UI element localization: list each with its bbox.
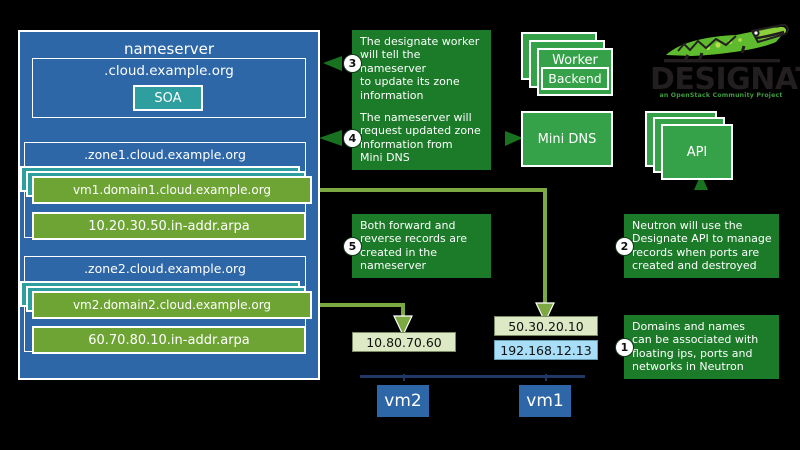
vm-box-vm1[interactable]: vm1 xyxy=(519,385,571,417)
ip-label-vm2-floating: 10.80.70.60 xyxy=(352,332,456,352)
designate-logo: DESIGNATE an OpenStack Community Project xyxy=(650,22,800,110)
note-3: The designate worker will tell the names… xyxy=(352,30,491,108)
note-4-marker: 4 xyxy=(343,129,362,148)
service-mini-dns[interactable]: Mini DNS xyxy=(521,111,613,167)
designate-wordmark: DESIGNATE xyxy=(650,62,800,97)
arrowhead-note3-to-nameserver xyxy=(323,56,342,71)
network-bus xyxy=(360,375,585,378)
service-api[interactable]: API xyxy=(661,124,733,180)
record-zone1-forward[interactable]: vm1.domain1.cloud.example.org xyxy=(32,176,312,204)
arrowhead-vm2-floating-ip xyxy=(393,315,413,337)
nameserver-title: nameserver xyxy=(123,40,215,58)
designate-tagline: an OpenStack Community Project xyxy=(659,92,783,99)
network-tap-vm2 xyxy=(403,374,405,381)
note-1: Domains and names can be associated with… xyxy=(624,315,779,379)
vm-box-vm2[interactable]: vm2 xyxy=(377,385,429,417)
zone2-label: .zone2.cloud.example.org xyxy=(84,261,246,276)
zone-box-root: .cloud.example.org SOA xyxy=(32,58,306,118)
record-zone2-forward[interactable]: vm2.domain2.cloud.example.org xyxy=(32,291,312,319)
note-1-marker: 1 xyxy=(615,338,634,357)
designate-alligator-icon xyxy=(664,23,789,63)
note-4: The nameserver will request updated zone… xyxy=(352,106,491,170)
connector-vm2-record-to-floating-ip xyxy=(318,303,405,318)
arrowhead-neutron-to-api xyxy=(694,174,708,190)
zone-root-label: .cloud.example.org xyxy=(104,63,234,79)
connector-vm1-record-to-floating-ip xyxy=(318,188,547,305)
note-3-marker: 3 xyxy=(343,54,362,73)
ip-label-vm1-floating: 50.30.20.10 xyxy=(494,316,598,336)
arrowhead-vm1-floating-ip xyxy=(535,302,555,324)
service-worker-label: Worker xyxy=(552,53,598,68)
zone1-label: .zone1.cloud.example.org xyxy=(84,147,246,162)
record-soa: SOA xyxy=(133,85,203,111)
record-zone1-reverse[interactable]: 10.20.30.50.in-addr.arpa xyxy=(32,212,306,240)
note-2-marker: 2 xyxy=(615,237,634,256)
service-backend[interactable]: Backend xyxy=(541,67,609,90)
note-5: Both forward and reverse records are cre… xyxy=(352,214,491,278)
arrowhead-note4-to-mini-dns xyxy=(505,131,523,146)
arrowhead-note4-to-nameserver xyxy=(319,130,342,146)
ip-label-vm1-fixed: 192.168.12.13 xyxy=(494,340,598,360)
network-tap-vm1 xyxy=(545,374,547,381)
note-2: Neutron will use the Designate API to ma… xyxy=(624,214,779,278)
note-5-marker: 5 xyxy=(343,237,362,256)
record-zone2-reverse[interactable]: 60.70.80.10.in-addr.arpa xyxy=(32,326,306,354)
